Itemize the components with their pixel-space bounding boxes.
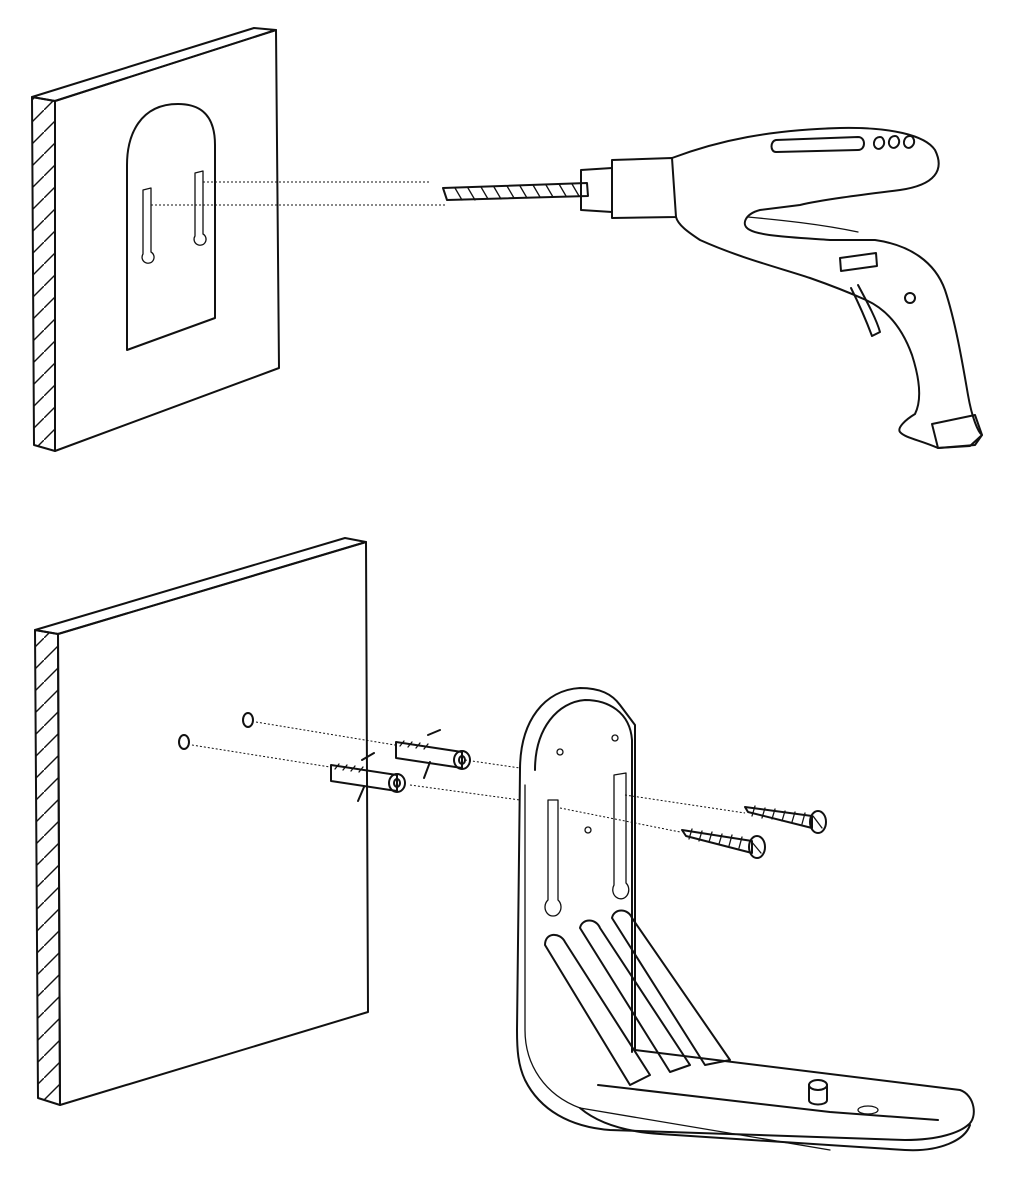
- guide-line-upper-b: [464, 759, 521, 769]
- paper-template: [126, 103, 216, 351]
- guide-line-lower-b: [409, 784, 521, 801]
- l-bracket-icon: [516, 687, 975, 1152]
- drill-bit-icon: [442, 182, 589, 201]
- step-2-mounting: [34, 537, 975, 1152]
- guide-line-upper-c: [624, 794, 746, 814]
- wall-hole-lower: [178, 734, 190, 750]
- wall-plug-icon-upper: [395, 729, 471, 779]
- screw-icon-lower: [681, 828, 766, 859]
- step-1-drilling: [31, 27, 983, 452]
- wall-plug-icon-lower: [330, 752, 406, 802]
- wall-panel-top: [31, 27, 280, 452]
- wall-panel-bottom: [34, 537, 369, 1106]
- screw-icon-upper: [744, 805, 827, 834]
- wall-hole-upper: [242, 712, 254, 728]
- guide-line-lower-a: [191, 744, 331, 768]
- guide-line-lower-c: [559, 807, 681, 833]
- guide-line-upper-a: [255, 721, 396, 746]
- power-drill-icon: [580, 126, 983, 449]
